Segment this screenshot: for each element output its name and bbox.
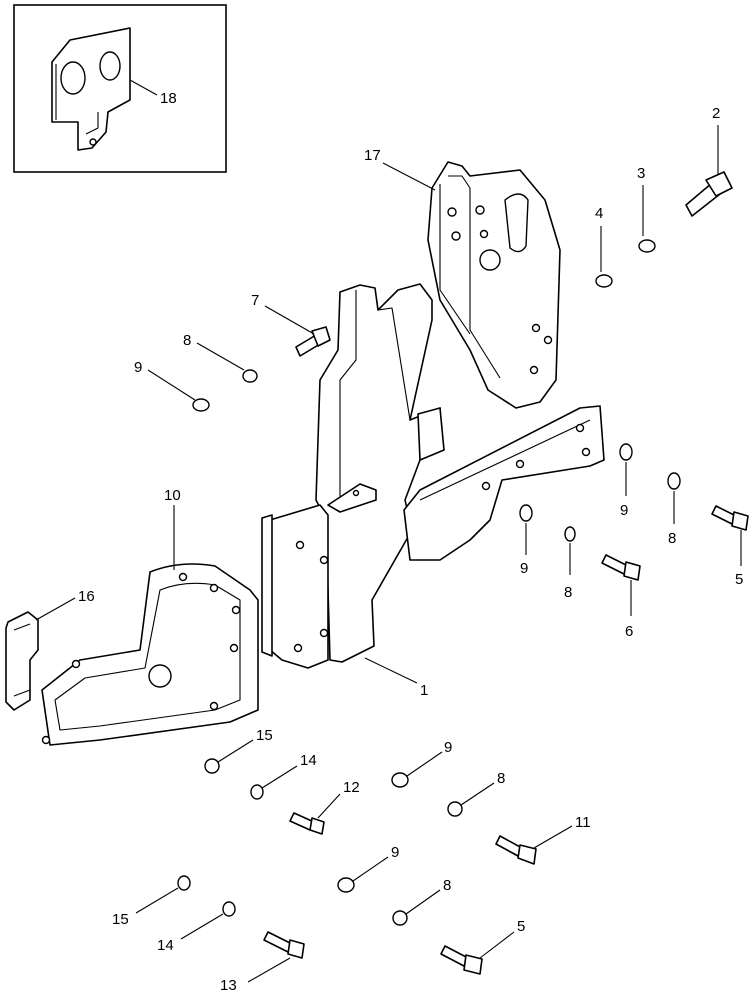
callout-1: 1	[420, 682, 428, 699]
callout-15b: 15	[112, 911, 129, 928]
part-8-washer	[447, 801, 463, 817]
callout-8e: 8	[443, 877, 451, 894]
part-6-bolt	[601, 554, 641, 581]
callout-14a: 14	[300, 752, 317, 769]
part-9-washer	[337, 877, 355, 893]
part-17-mounting-plate	[427, 161, 561, 409]
part-15-washer	[177, 875, 191, 891]
part-14-washer	[222, 901, 236, 917]
callout-9c: 9	[520, 560, 528, 577]
callout-6: 6	[625, 623, 633, 640]
part-7-bolt	[295, 326, 331, 357]
callout-8c: 8	[564, 584, 572, 601]
part-9-washer	[192, 398, 210, 412]
part-14-washer	[250, 784, 264, 800]
part-18-plate	[51, 27, 131, 151]
part-3-washer	[638, 239, 656, 253]
part-12-bolt	[289, 812, 325, 835]
callout-4: 4	[595, 205, 603, 222]
part-2-bolt	[685, 171, 733, 217]
part-9-washer	[391, 772, 409, 788]
part-5-bolt	[440, 945, 483, 975]
inset-frame	[13, 4, 227, 173]
part-15-washer	[204, 758, 220, 774]
callout-18: 18	[160, 90, 177, 107]
callout-12: 12	[343, 779, 360, 796]
callout-5b: 5	[517, 918, 525, 935]
callout-8d: 8	[497, 770, 505, 787]
callout-11: 11	[575, 814, 591, 831]
part-4-washer	[595, 274, 613, 288]
part-11-bolt	[495, 835, 537, 865]
part-9-washer	[619, 443, 633, 461]
callout-13: 13	[220, 977, 237, 994]
callout-16: 16	[78, 588, 95, 605]
part-5-bolt	[711, 505, 749, 531]
part-16-clip	[5, 611, 39, 711]
callout-3: 3	[637, 165, 645, 182]
part-9-washer	[519, 504, 533, 522]
callout-17: 17	[364, 147, 381, 164]
callout-9e: 9	[391, 844, 399, 861]
part-10-plate	[41, 563, 259, 746]
callout-7: 7	[251, 292, 259, 309]
part-8-washer	[392, 910, 408, 926]
part-8-washer	[667, 472, 681, 490]
callout-15a: 15	[256, 727, 273, 744]
part-1-main-bracket	[261, 283, 605, 669]
callout-10: 10	[164, 487, 181, 504]
callout-9d: 9	[444, 739, 452, 756]
part-13-bolt	[263, 931, 305, 959]
callout-9b: 9	[620, 502, 628, 519]
callout-8b: 8	[668, 530, 676, 547]
part-8-washer	[564, 526, 576, 542]
callout-5a: 5	[735, 571, 743, 588]
callout-2: 2	[712, 105, 720, 122]
part-8-washer	[242, 369, 258, 383]
callout-9a: 9	[134, 359, 142, 376]
callout-8a: 8	[183, 332, 191, 349]
callout-14b: 14	[157, 937, 174, 954]
